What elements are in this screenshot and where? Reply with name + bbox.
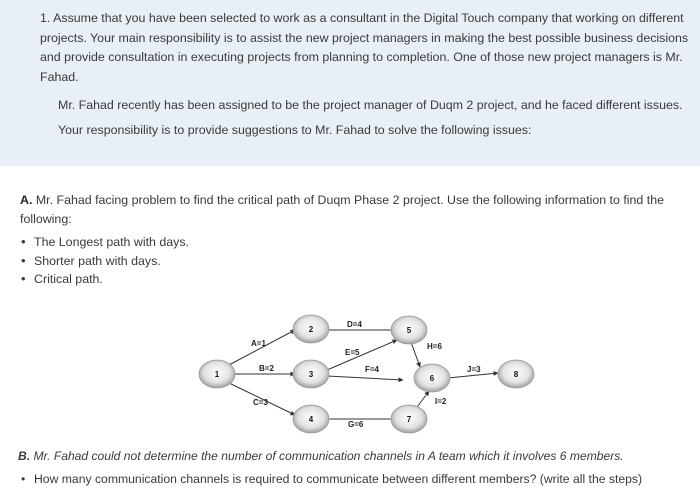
activity-label-e: E=5 [345, 348, 360, 357]
part-a-text: Mr. Fahad facing problem to find the cri… [20, 193, 664, 226]
node-1: 1 [198, 359, 236, 389]
activity-label-i: I=2 [435, 397, 447, 406]
node-4: 4 [292, 404, 330, 434]
node-2-label: 2 [309, 325, 314, 334]
node-7: 7 [390, 404, 428, 434]
question-intro: 1. Assume that you have been selected to… [40, 9, 690, 87]
node-7-label: 7 [407, 415, 412, 424]
part-b-label: B. [18, 449, 31, 463]
part-a-label: A. [20, 193, 33, 207]
activity-label-g: G=6 [348, 420, 364, 429]
bullet-critical-path: Critical path. [20, 270, 189, 289]
part-b-question: How many communication channels is requi… [20, 472, 642, 486]
node-5-label: 5 [407, 326, 412, 335]
activity-label-f: F=4 [365, 365, 380, 374]
part-b-text: Mr. Fahad could not determine the number… [33, 449, 624, 463]
edge-5-6 [410, 341, 421, 368]
part-b-prompt: B. Mr. Fahad could not determine the num… [18, 449, 624, 463]
activity-label-b: B=2 [259, 364, 274, 373]
activity-label-a: A=1 [251, 339, 266, 348]
activity-label-j: J=3 [467, 365, 481, 374]
edge-1-2 [226, 329, 296, 367]
edge-6-8 [447, 370, 499, 379]
question-intro-text: Assume that you have been selected to wo… [40, 11, 689, 84]
node-6: 6 [413, 363, 451, 393]
question-number: 1. [40, 11, 51, 25]
node-2: 2 [292, 314, 330, 344]
node-4-label: 4 [309, 415, 314, 424]
project-network-diagram: A=1 B=2 C=3 D=4 E=5 F=4 G=6 H=6 I=2 J=3 … [198, 314, 535, 434]
activity-label-c: C=3 [253, 398, 268, 407]
part-a-prompt: A. Mr. Fahad facing problem to find the … [20, 191, 690, 229]
part-a-bullet-list: The Longest path with days. Shorter path… [20, 233, 189, 289]
node-6-label: 6 [430, 374, 435, 383]
edge-1-4 [226, 381, 296, 416]
bullet-longest-path: The Longest path with days. [20, 233, 189, 252]
question-context-text: Mr. Fahad recently has been assigned to … [58, 98, 683, 137]
node-8: 8 [497, 359, 535, 389]
edge-3-6 [326, 375, 404, 383]
activity-label-h: H=6 [427, 342, 442, 351]
edge-3-5 [326, 339, 398, 371]
node-1-label: 1 [215, 370, 220, 379]
question-context-panel [0, 0, 700, 166]
node-8-label: 8 [514, 370, 519, 379]
node-3-label: 3 [309, 370, 314, 379]
node-5: 5 [390, 315, 428, 345]
node-3: 3 [292, 359, 330, 389]
bullet-shorter-path: Shorter path with days. [20, 252, 189, 271]
activity-label-d: D=4 [347, 320, 362, 329]
